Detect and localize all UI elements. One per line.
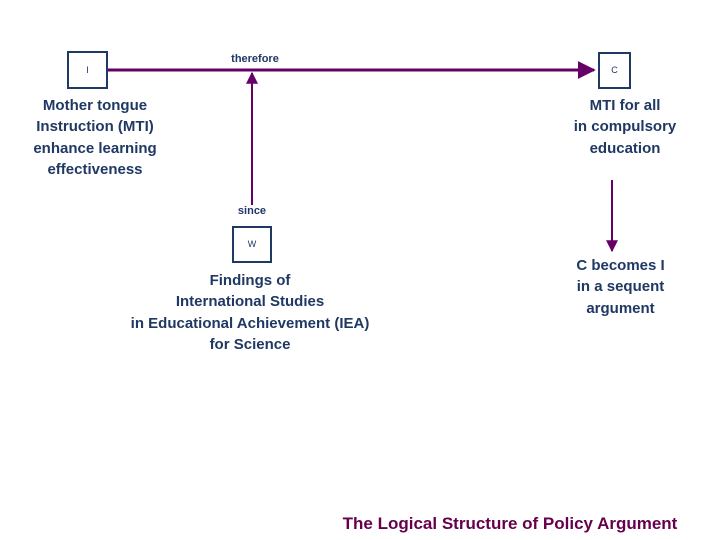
sequent-note-text: C becomes I in a sequent argument <box>576 257 665 317</box>
edge-label-therefore: therefore <box>231 53 279 65</box>
warrant-node-box[interactable]: W <box>232 226 272 263</box>
edge-label-since: since <box>237 205 267 217</box>
claim-node-symbol: C <box>611 65 618 75</box>
claim-node-text: MTI for all in compulsory education <box>573 97 677 157</box>
warrant-node-text: Findings of International Studies in Edu… <box>130 272 370 353</box>
claim-node-box[interactable]: C <box>598 52 631 89</box>
information-node-text: Mother tongue Instruction (MTI) enhance … <box>33 97 157 178</box>
diagram-title: The Logical Structure of Policy Argument <box>342 514 678 533</box>
warrant-node-symbol: W <box>247 239 257 249</box>
information-node-box[interactable]: I <box>67 51 108 89</box>
information-node-symbol: I <box>86 64 89 75</box>
